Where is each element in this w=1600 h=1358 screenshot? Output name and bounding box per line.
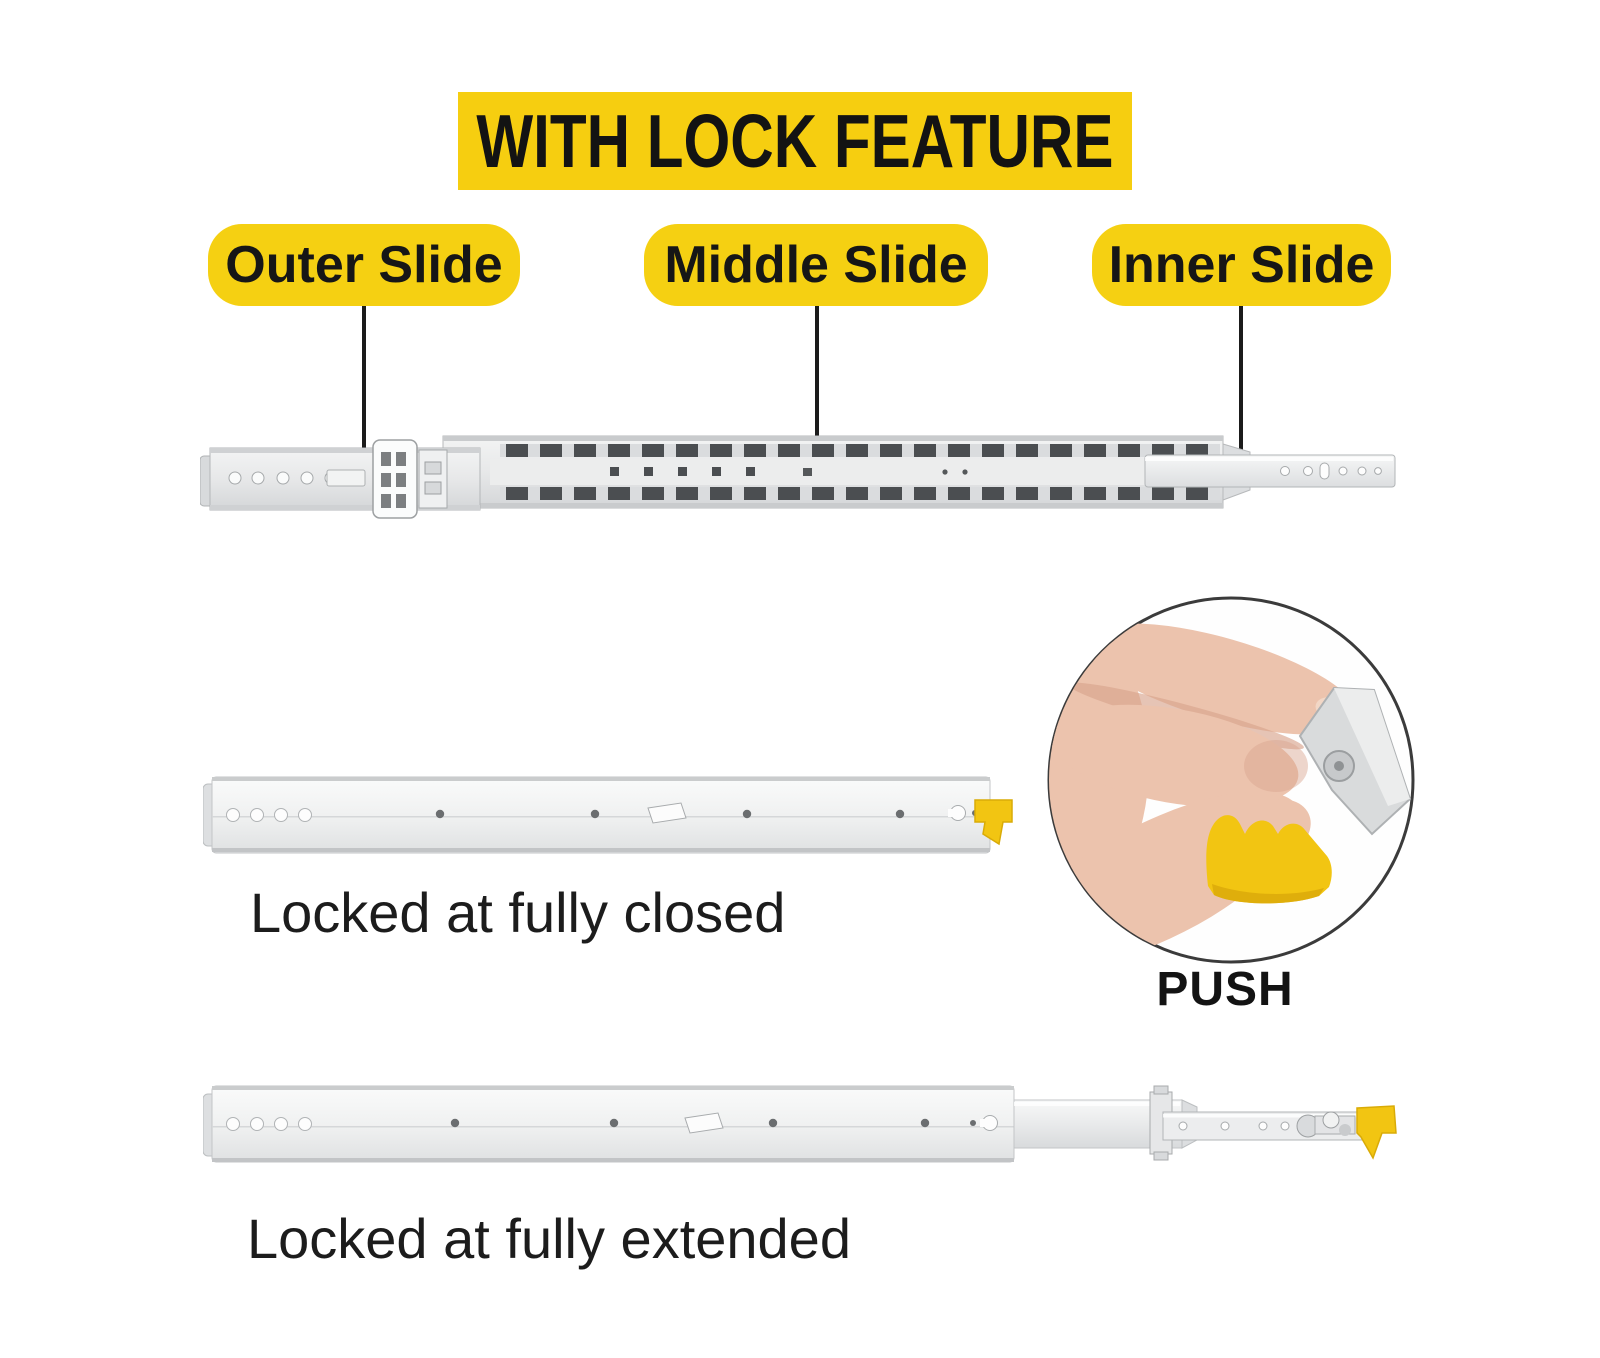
- callout-inner-slide-label: Inner Slide: [1108, 236, 1375, 294]
- lock-tab-extended-icon: [1356, 1105, 1397, 1160]
- pointer-line-outer: [362, 306, 366, 458]
- latch-detail: [1296, 1111, 1356, 1138]
- inner-slide-rail: [1144, 454, 1396, 488]
- callout-middle-slide-label: Middle Slide: [664, 236, 968, 294]
- exploded-slide-rail: [200, 435, 1396, 519]
- title-banner: WITH LOCK FEATURE: [458, 92, 1132, 190]
- caption-closed: Locked at fully closed: [250, 881, 786, 944]
- middle-slide-rail: [442, 435, 1251, 509]
- extended-slide-rail: [203, 1085, 1397, 1163]
- lock-lever-icon: [1206, 815, 1332, 904]
- page-title: WITH LOCK FEATURE: [476, 98, 1114, 184]
- callout-outer-slide: Outer Slide: [208, 224, 520, 306]
- lock-tab-closed-icon: [974, 799, 1013, 846]
- closed-slide-rail: [203, 776, 1013, 854]
- metal-latch: [1298, 686, 1412, 836]
- callout-outer-slide-label: Outer Slide: [225, 236, 503, 294]
- outer-slide-rail: [200, 439, 481, 519]
- callout-inner-slide: Inner Slide: [1092, 224, 1391, 306]
- push-inset: [1047, 596, 1415, 964]
- push-caption: PUSH: [1156, 963, 1294, 1016]
- inner-slide-extension: [1162, 1105, 1397, 1160]
- pointer-line-middle: [815, 306, 819, 453]
- pointer-line-inner: [1239, 306, 1243, 472]
- callout-middle-slide: Middle Slide: [644, 224, 988, 306]
- caption-extended: Locked at fully extended: [247, 1207, 851, 1270]
- lock-buckle: [372, 439, 448, 519]
